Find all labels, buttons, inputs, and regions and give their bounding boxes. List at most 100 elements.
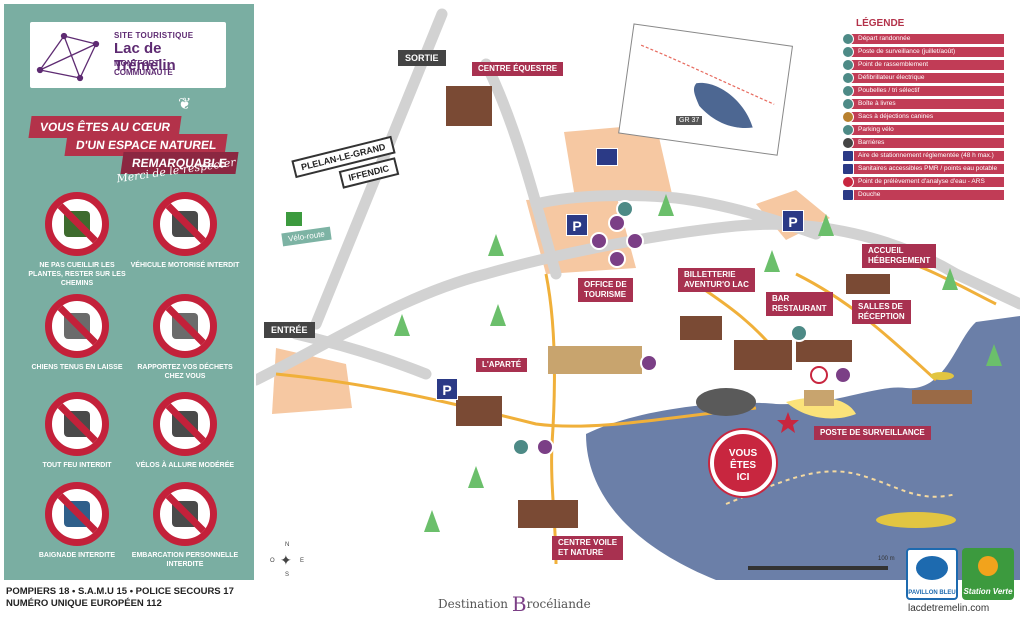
road-loop: [530, 190, 822, 240]
pin-picnic-icon[interactable]: [608, 214, 626, 232]
tree: [490, 304, 506, 326]
destination-word: Destination: [438, 597, 509, 611]
swimming-icon: [64, 501, 90, 527]
you-are-here-line2: ÊTES: [729, 460, 757, 471]
legend-label: Point de prélèvement d'analyse d'eau - A…: [858, 178, 985, 185]
pin-first-aid-icon[interactable]: [810, 366, 828, 384]
accessible-toilet-icon: [842, 163, 854, 175]
pin-restroom-icon[interactable]: [590, 232, 608, 250]
pin-trash-icon[interactable]: [790, 324, 808, 342]
building-equestre: [446, 86, 492, 126]
building-centre-voile: [518, 500, 578, 528]
trail-1: [275, 372, 757, 428]
label-aparte[interactable]: L'APARTÉ: [476, 358, 528, 372]
rule-no-swimming: BAIGNADE INTERDITE: [22, 482, 132, 560]
rule-text: NE PAS CUEILLIR LES PLANTES, RESTER SUR …: [28, 262, 126, 287]
rule-no-boat: EMBARCATION PERSONNELLE INTERDITE: [130, 482, 240, 569]
bar-line1: BAR: [772, 294, 790, 303]
label-poste-surveillance[interactable]: POSTE DE SURVEILLANCE: [814, 426, 931, 440]
you-are-here-line1: VOUS: [728, 448, 758, 459]
salles-line2: RÉCEPTION: [858, 312, 905, 321]
office-line2: TOURISME: [584, 290, 627, 299]
billetterie-line2: AVENTUR'O LAC: [684, 280, 749, 289]
label-centre-equestre[interactable]: CENTRE ÉQUESTRE: [472, 62, 564, 76]
label-entree[interactable]: ENTRÉE: [264, 322, 315, 338]
label-salles-reception[interactable]: SALLES DE RÉCEPTION: [852, 300, 911, 324]
barrier-icon: [842, 137, 854, 149]
label-bar-restaurant[interactable]: BAR RESTAURANT: [766, 292, 833, 316]
label-office-tourisme[interactable]: OFFICE DE TOURISME: [578, 278, 633, 302]
pin-info-icon[interactable]: [640, 354, 658, 372]
building-accueil: [846, 274, 890, 294]
station-label: Station Verte: [963, 587, 1013, 596]
building-salles: [796, 340, 852, 362]
centre-voile-line2: ET NATURE: [558, 548, 604, 557]
parking-area-top: [564, 124, 672, 204]
compass-west: O: [270, 558, 275, 564]
label-billetterie[interactable]: BILLETTERIE AVENTUR'O LAC: [678, 268, 755, 292]
book-box-icon: [842, 98, 854, 110]
blue-flag-icon: [916, 556, 948, 580]
legend-label: Sacs à déjections canines: [858, 113, 934, 120]
label-sortie[interactable]: SORTIE: [398, 50, 446, 66]
billetterie-line1: BILLETTERIE: [684, 270, 736, 279]
rocks: [696, 388, 756, 416]
label-accueil-hebergement[interactable]: ACCUEIL HÉBERGEMENT: [862, 244, 937, 268]
tree: [424, 510, 440, 532]
rule-no-fire: TOUT FEU INTERDIT: [22, 392, 132, 470]
pier: [912, 390, 972, 404]
pin-dog-bag-icon[interactable]: [536, 438, 554, 456]
office-line1: OFFICE DE: [584, 280, 627, 289]
leaf-people-icon: ❦: [178, 96, 192, 113]
legend-label: Aire de stationnement réglementée (48 h …: [858, 152, 994, 159]
beach: [786, 397, 856, 419]
map-scale: 100 m: [748, 556, 898, 574]
legend-label: Sanitaires accessibles PMR / points eau …: [858, 165, 998, 172]
rule-text: CHIENS TENUS EN LAISSE: [31, 364, 123, 371]
legend-item-water-sample: Point de prélèvement d'analyse d'eau - A…: [842, 175, 1008, 188]
accueil-line1: ACCUEIL: [868, 246, 904, 255]
emergency-line2: NUMÉRO UNIQUE EUROPÉEN 112: [6, 598, 162, 609]
label-centre-voile[interactable]: CENTRE VOILE ET NATURE: [552, 536, 624, 560]
pin-trash-icon[interactable]: [616, 200, 634, 218]
rule-no-picking: NE PAS CUEILLIR LES PLANTES, RESTER SUR …: [22, 192, 132, 288]
you-are-here-marker: VOUS ÊTES ICI: [710, 430, 776, 496]
pin-bike-parking-icon[interactable]: [608, 250, 626, 268]
legend-title: LÉGENDE: [856, 18, 905, 29]
legend-label: Point de rassemblement: [858, 61, 929, 68]
tree: [942, 268, 958, 290]
rules-panel: SITE TOURISTIQUE Lac de Trémelin MONTFOR…: [4, 4, 254, 580]
road-sortie: [480, 58, 562, 280]
legend-label: Défibrillateur électrique: [858, 74, 925, 81]
building-poste: [804, 390, 834, 406]
building-office: [548, 346, 642, 374]
velo-route-sign-icon: [286, 212, 302, 226]
camper-parking-icon: [842, 150, 854, 162]
tree: [818, 214, 834, 236]
legend-item-hike-start: Départ randonnée: [842, 32, 1008, 45]
poi-pin-cluster[interactable]: [586, 214, 650, 270]
you-are-here-line3: ICI: [736, 472, 750, 483]
rule-text: EMBARCATION PERSONNELLE INTERDITE: [131, 552, 239, 568]
legend-label: Poste de surveillance (juillet/août): [858, 48, 956, 55]
website-link[interactable]: lacdetremelin.com: [908, 603, 990, 614]
legend-item-dog-bags: Sacs à déjections canines: [842, 110, 1008, 123]
pavillon-label: PAVILLON BLEU: [908, 590, 956, 596]
pin-dog-bag-icon[interactable]: [626, 232, 644, 250]
compass-north: N: [285, 542, 290, 548]
pin-book-box-icon[interactable]: [512, 438, 530, 456]
station-verte-logo: Station Verte: [962, 548, 1014, 600]
destination-broceliande-logo: Destination Brocéliande: [438, 592, 591, 616]
compass-east: E: [300, 558, 305, 564]
personal-boat-icon: [172, 501, 198, 527]
rule-text: TOUT FEU INTERDIT: [42, 462, 112, 469]
legend-label: Boîte à livres: [858, 100, 896, 107]
star-icon: [842, 176, 854, 188]
legend-item-shower: Douche: [842, 188, 1008, 201]
legend-label: Parking vélo: [858, 126, 894, 133]
bicycle-icon: [172, 411, 198, 437]
litter-icon: [172, 313, 198, 339]
legend-item-defibrillator: Défibrillateur électrique: [842, 71, 1008, 84]
legend-item-parking-48h: Aire de stationnement réglementée (48 h …: [842, 149, 1008, 162]
pin-shower-icon[interactable]: [834, 366, 852, 384]
